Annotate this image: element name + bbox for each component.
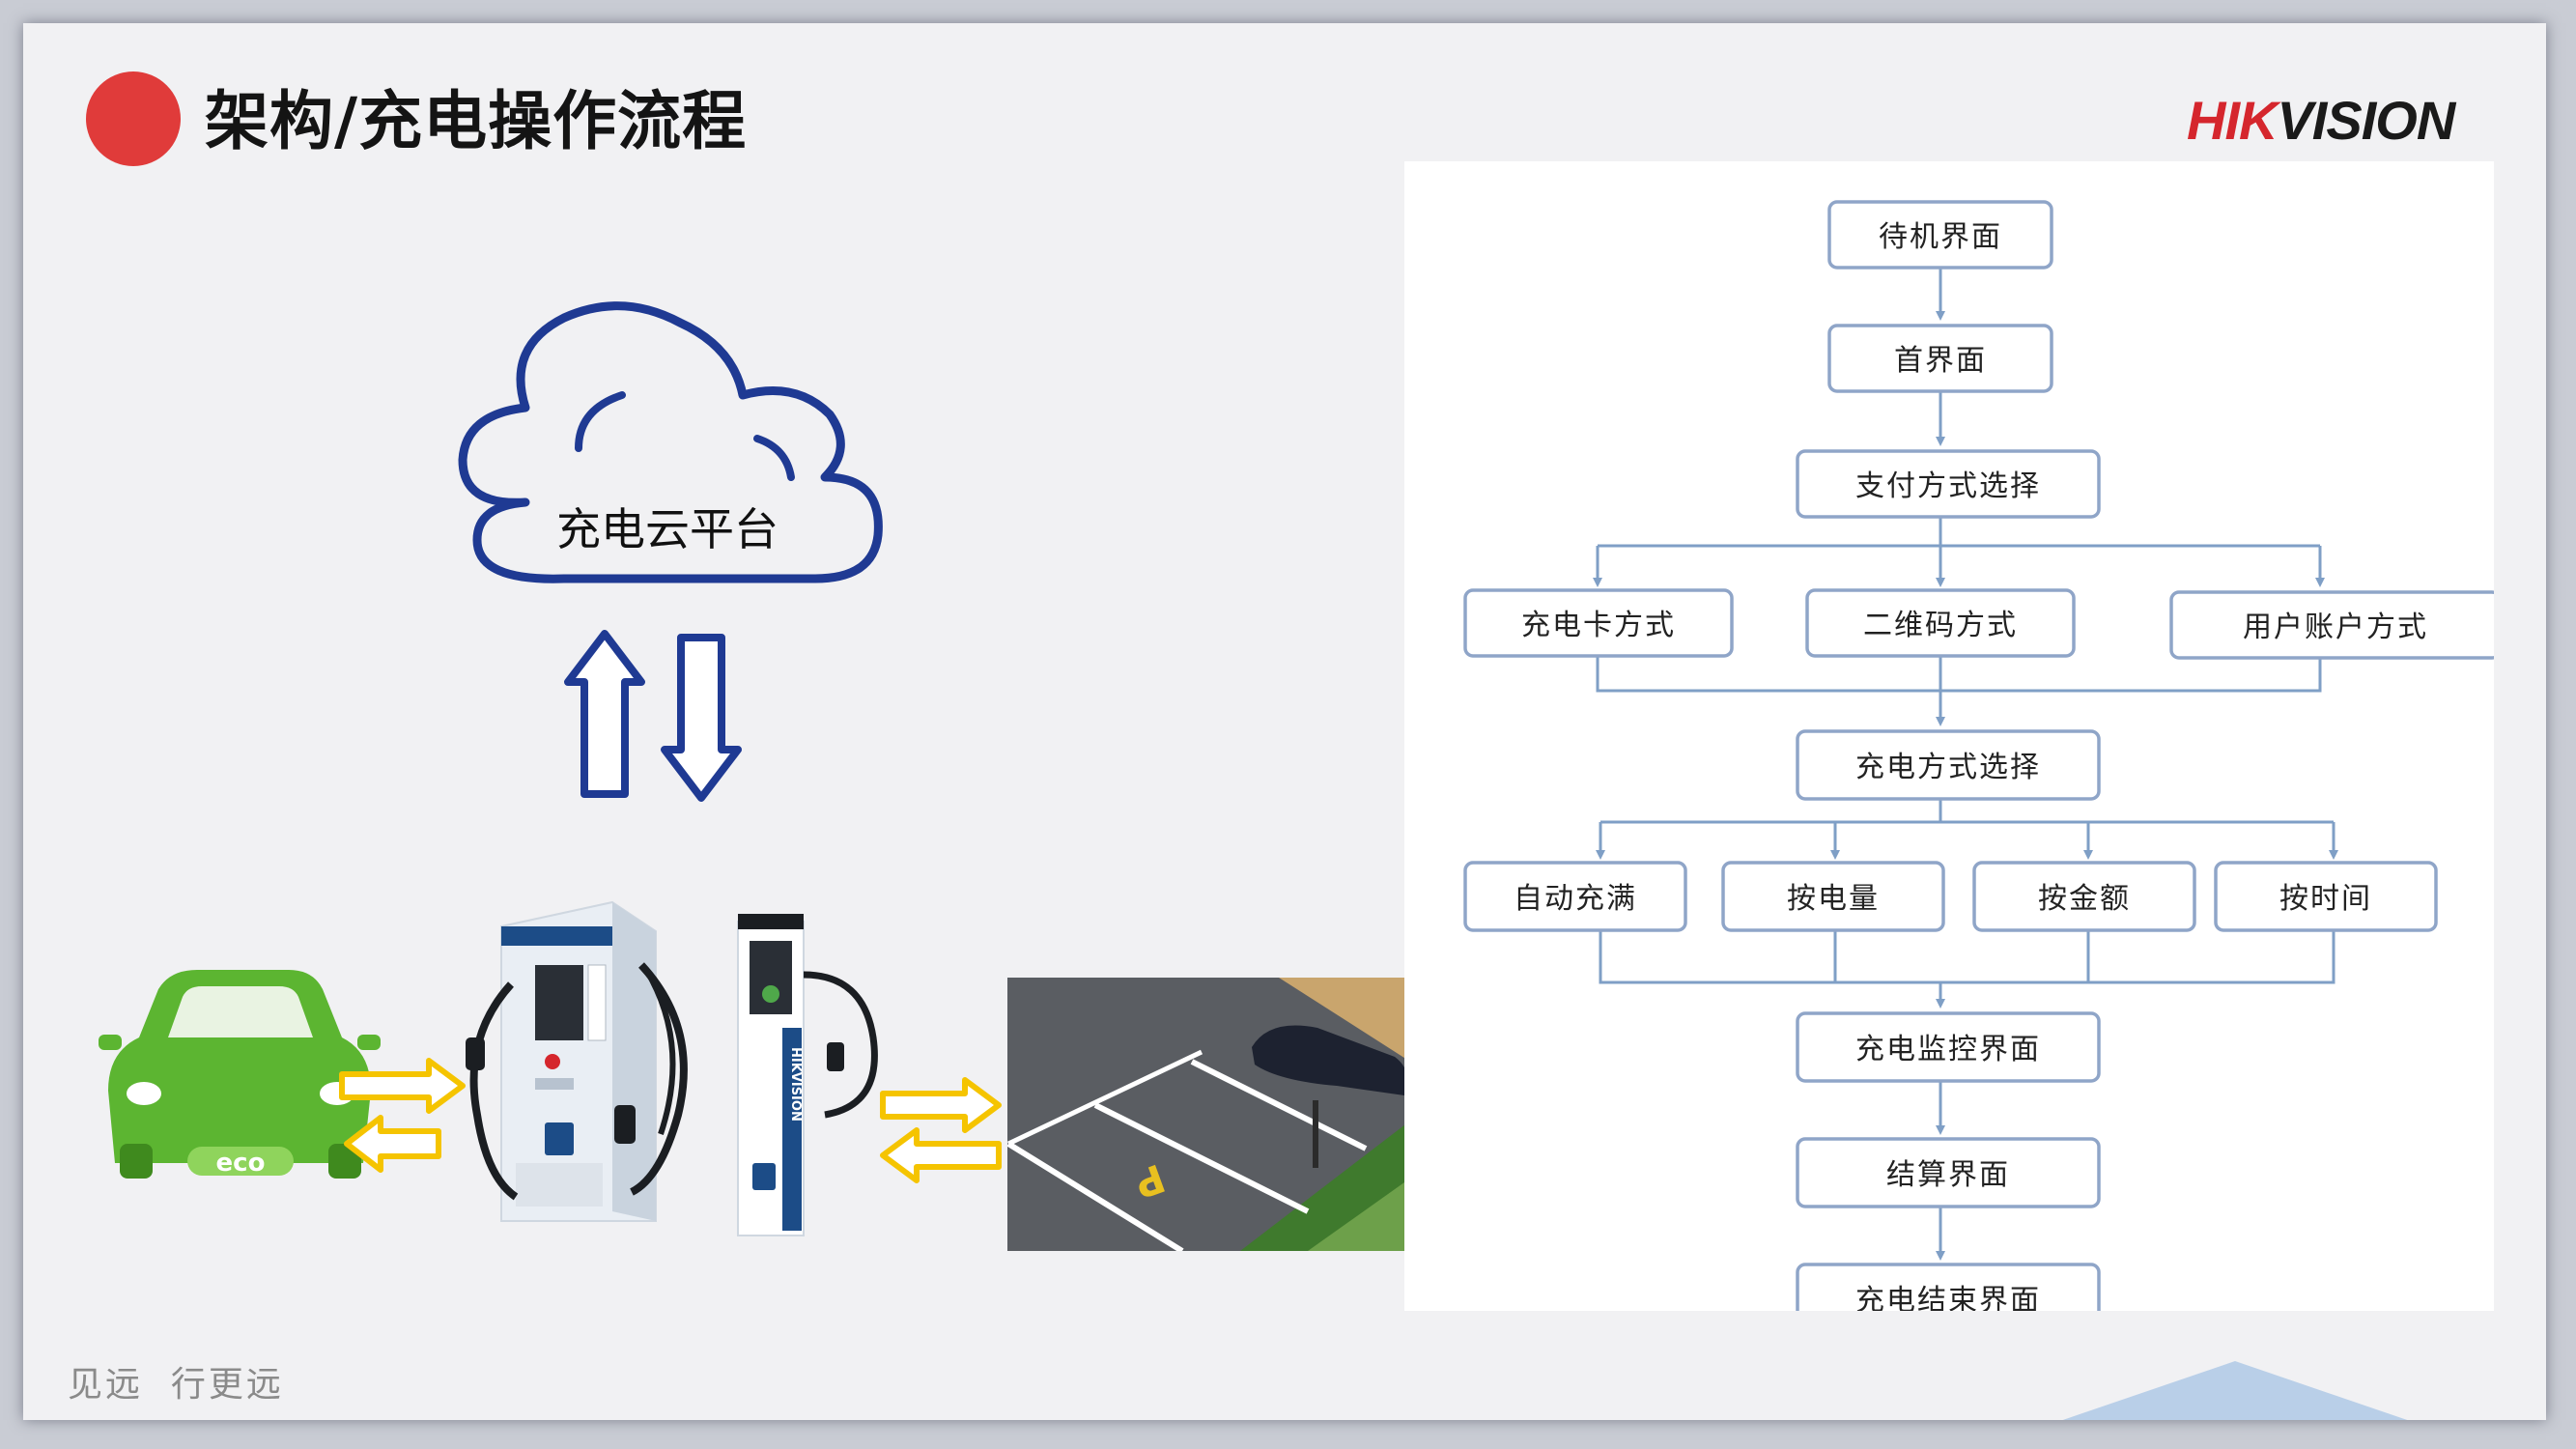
node-payment-qr-label: 二维码方式 <box>1863 609 2018 642</box>
logo-dark-part: VISION <box>2277 90 2455 151</box>
node-monitor: 充电监控界面 <box>1796 1011 2101 1083</box>
cloud-exchange-arrows <box>564 630 742 802</box>
node-mode-auto-label: 自动充满 <box>1514 882 1637 916</box>
corner-decoration <box>2062 1361 2408 1420</box>
corner-triangle <box>2062 1361 2408 1420</box>
ac-post-status-light <box>762 985 779 1003</box>
ac-post-cable <box>803 971 878 1119</box>
ac-post-screen <box>750 941 792 1014</box>
download-arrow-icon <box>661 634 742 802</box>
charger-parking-arrows <box>880 1077 1002 1183</box>
node-home: 首界面 <box>1827 324 2053 393</box>
car-wheel-left <box>120 1144 153 1179</box>
car-side-mirror-right <box>357 1035 381 1050</box>
cloud-icon <box>458 301 883 583</box>
lamp-post <box>1313 1100 1318 1168</box>
dc-pile-logo-plate <box>545 1122 574 1155</box>
cloud-inner-curl-icon <box>575 391 626 452</box>
dc-pile-connector-right <box>614 1105 636 1144</box>
dc-pile-emergency-button <box>545 1054 560 1069</box>
car-side-mirror-left <box>99 1035 122 1050</box>
cloud-platform: 充电云平台 <box>458 301 883 583</box>
car-badge-plate <box>187 1147 294 1176</box>
dc-pile-connector-left <box>466 1037 485 1070</box>
flowchart-panel: 待机界面 首界面 支付方式选择 充电卡方式 二维码方式 用户账户方式 <box>1404 161 2494 1311</box>
node-settlement-label: 结算界面 <box>1886 1158 2010 1192</box>
node-mode-energy: 按电量 <box>1721 861 1945 932</box>
node-mode-time: 按时间 <box>2214 861 2438 932</box>
logo-red-part: HIK <box>2187 90 2278 151</box>
node-mode-auto: 自动充满 <box>1463 861 1687 932</box>
dc-pile-screen <box>535 965 583 1040</box>
parking-line-2 <box>1093 1102 1310 1214</box>
page-title: 架构/充电操作流程 <box>205 84 748 158</box>
node-payment-account-label: 用户账户方式 <box>2243 611 2428 644</box>
car-charger-arrows <box>339 1058 466 1173</box>
dc-pile-bottom-panel <box>516 1163 603 1207</box>
footer-slogan: 见远 行更远 <box>68 1365 284 1405</box>
car-headlight-left <box>127 1082 161 1105</box>
node-payment-account: 用户账户方式 <box>2169 590 2494 660</box>
ac-post-side-strip <box>782 1028 802 1231</box>
parking-wall <box>1279 978 1414 1065</box>
parking-lot-image: P <box>1007 978 1414 1251</box>
arrow-right-icon <box>339 1058 466 1114</box>
ac-post-connector <box>827 1042 844 1071</box>
dc-pile-card-reader <box>535 1078 574 1090</box>
arrow-left-icon-2 <box>880 1127 1002 1183</box>
node-finish: 充电结束界面 <box>1796 1263 2101 1311</box>
arrow-left-icon <box>344 1115 441 1173</box>
charging-flowchart: 待机界面 首界面 支付方式选择 充电卡方式 二维码方式 用户账户方式 <box>1463 200 2494 1311</box>
dc-pile-top-band <box>501 926 612 946</box>
node-standby-label: 待机界面 <box>1879 220 2002 254</box>
parking-line-3 <box>1190 1059 1368 1151</box>
node-mode-amount-label: 按金额 <box>2038 882 2131 916</box>
node-payment-select: 支付方式选择 <box>1796 449 2101 519</box>
node-mode-time-label: 按时间 <box>2279 882 2372 916</box>
ac-post-brand-text: HIKVISION <box>788 1047 803 1122</box>
edge-mode-merge <box>1599 930 2335 984</box>
car-wheel-right <box>328 1144 361 1179</box>
cloud-label: 充电云平台 <box>556 503 778 555</box>
node-standby: 待机界面 <box>1827 200 2053 270</box>
parked-car <box>1252 1025 1408 1095</box>
slide: 架构/充电操作流程 HIKVISION 充电云平台 eco <box>23 23 2546 1420</box>
title-bullet <box>86 71 181 166</box>
dc-pile-cable-left <box>469 981 519 1201</box>
dc-pile-cable-right-2 <box>646 973 676 1135</box>
edge-payment-merge <box>1596 656 2322 693</box>
architecture-diagram: 充电云平台 eco <box>99 301 1414 1251</box>
node-payment-qr: 二维码方式 <box>1805 588 2076 658</box>
node-payment-card-label: 充电卡方式 <box>1521 609 1676 642</box>
node-mode-energy-label: 按电量 <box>1787 882 1880 916</box>
node-home-label: 首界面 <box>1894 344 1987 378</box>
car-windshield <box>168 986 313 1037</box>
ac-charging-post: HIKVISION <box>737 914 878 1236</box>
node-monitor-label: 充电监控界面 <box>1855 1033 2041 1066</box>
node-settlement: 结算界面 <box>1796 1137 2101 1208</box>
node-finish-label: 充电结束界面 <box>1855 1284 2041 1311</box>
flowchart-connectors <box>1593 268 2338 1261</box>
node-mode-amount: 按金额 <box>1972 861 2196 932</box>
node-payment-card: 充电卡方式 <box>1463 588 1734 658</box>
node-charge-mode-select: 充电方式选择 <box>1796 729 2101 801</box>
hikvision-logo: HIKVISION <box>2187 89 2455 152</box>
upload-arrow-icon <box>564 630 645 798</box>
dc-charging-pile <box>466 900 688 1222</box>
parking-line-1 <box>1007 1141 1184 1251</box>
cloud-inner-curve-icon <box>753 435 795 481</box>
parking-hedge-light <box>1308 1175 1414 1251</box>
car-eco-badge: eco <box>216 1149 266 1178</box>
electric-car: eco <box>99 970 381 1179</box>
dc-pile-info-label <box>587 964 607 1041</box>
node-payment-select-label: 支付方式选择 <box>1855 469 2041 503</box>
node-charge-mode-select-label: 充电方式选择 <box>1855 751 2041 784</box>
parking-line-4 <box>1007 1049 1203 1147</box>
ac-post-top-cap <box>738 914 804 929</box>
dc-pile-cable-right <box>630 962 688 1196</box>
ac-post-logo-plate <box>752 1163 776 1190</box>
arrow-right-icon-2 <box>880 1077 1002 1133</box>
